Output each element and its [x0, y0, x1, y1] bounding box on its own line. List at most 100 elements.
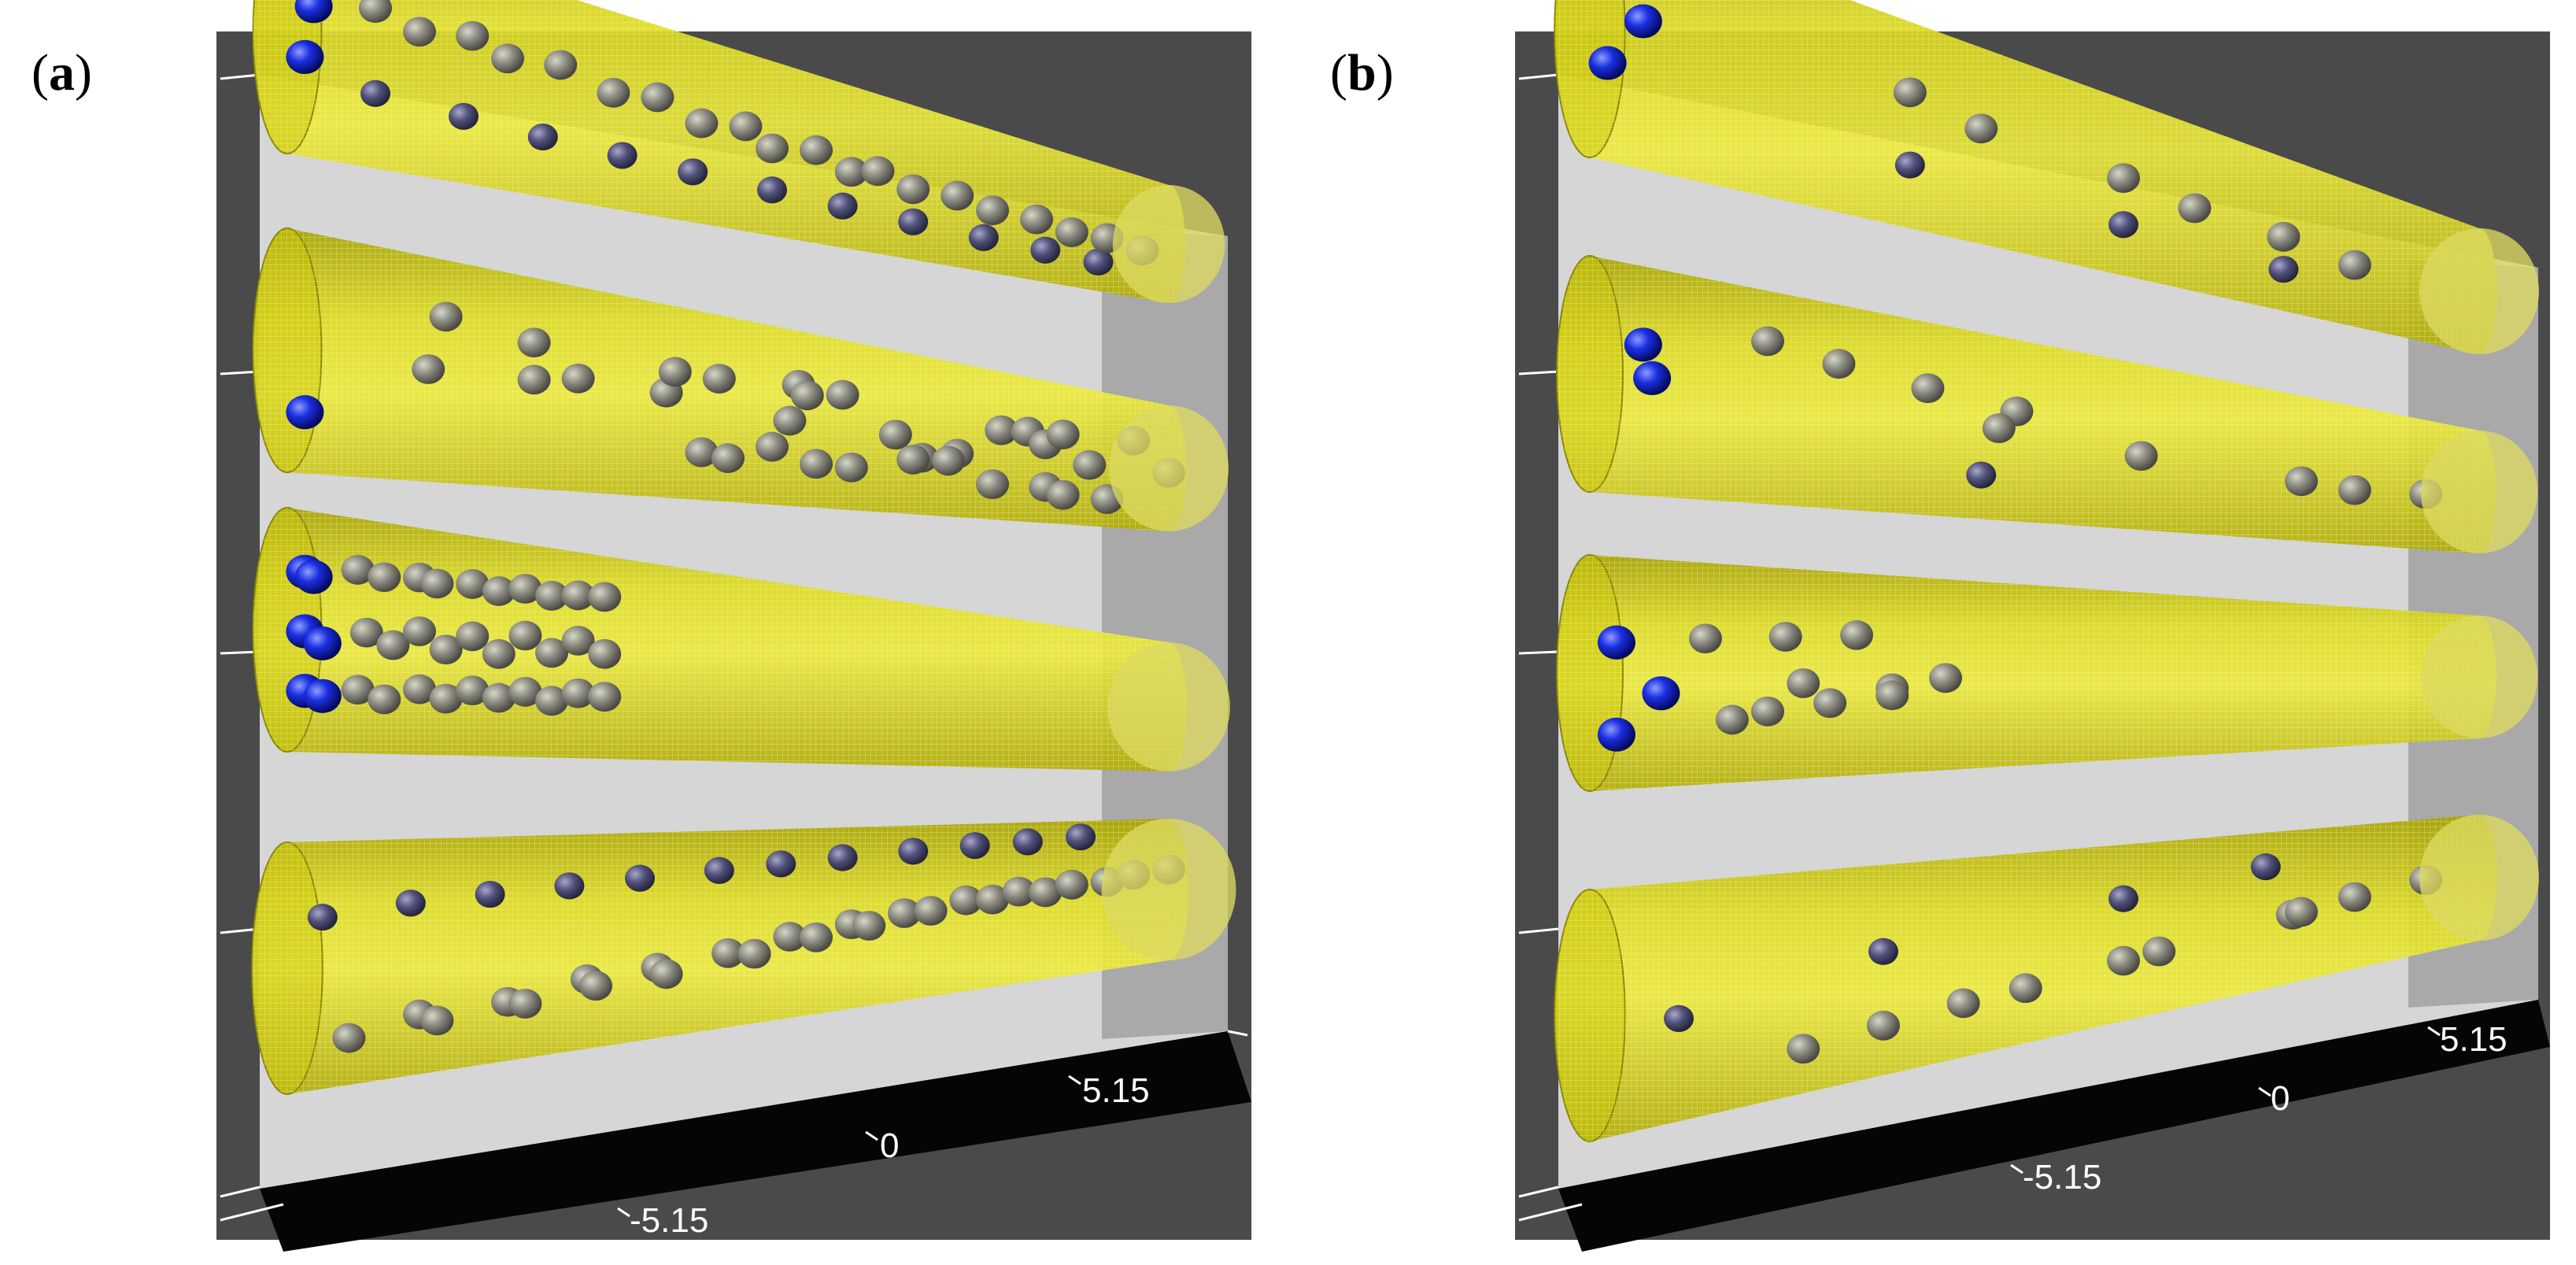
tube-mesh — [1554, 0, 2497, 354]
gray-ball — [914, 896, 948, 926]
panel-b-left-axis — [1518, 73, 1583, 1222]
gray-ball — [1688, 623, 1722, 653]
gray-ball — [1020, 204, 1053, 235]
gray-ball — [403, 17, 436, 47]
tube-right-cap — [1101, 819, 1236, 960]
gray-ball — [561, 363, 595, 394]
gray-ball — [888, 898, 921, 928]
gray-ball — [1751, 326, 1784, 357]
panel-b-axis-ticks — [2010, 1026, 2441, 1174]
dark-ball — [307, 904, 338, 931]
panel-b-tick-zero: 0 — [2271, 1079, 2290, 1118]
blue-ball — [1597, 625, 1635, 660]
tube-mesh — [253, 0, 1185, 303]
gray-ball — [773, 922, 807, 952]
gray-ball — [508, 676, 542, 707]
gray-ball — [976, 884, 1009, 915]
gray-ball — [403, 616, 436, 646]
gray-ball — [1055, 869, 1088, 900]
tube-right-cap — [2419, 228, 2539, 354]
gray-ball — [349, 617, 383, 648]
blue-ball — [286, 395, 324, 430]
dark-ball — [554, 872, 585, 900]
dark-ball — [678, 158, 708, 186]
gray-ball — [976, 469, 1009, 500]
gray-ball — [2338, 250, 2371, 280]
dark-ball — [2268, 255, 2299, 283]
gray-ball — [737, 938, 771, 969]
gray-ball — [368, 684, 401, 715]
gray-ball — [949, 885, 983, 915]
gray-ball — [1002, 876, 1036, 907]
dark-ball — [527, 123, 558, 151]
gray-ball — [588, 582, 622, 612]
gray-ball — [941, 180, 974, 211]
blue-ball — [294, 0, 333, 24]
gray-ball — [1029, 877, 1063, 908]
tube-right-cap — [2420, 431, 2538, 553]
panel-a-floor-shadow — [260, 1031, 1251, 1252]
gray-ball — [1046, 479, 1080, 510]
gray-ball — [376, 630, 410, 660]
dark-ball — [1966, 461, 1997, 489]
gray-ball — [341, 554, 375, 585]
panel-a-tick-pos: 5.15 — [1082, 1071, 1150, 1110]
panel-label-a: (a) — [31, 44, 92, 102]
dark-ball — [2108, 885, 2138, 912]
gray-ball — [517, 327, 551, 358]
gray-ball — [1866, 1010, 1900, 1041]
tube-a-1 — [252, 0, 1225, 303]
gray-ball — [1964, 113, 1998, 144]
dark-ball — [2108, 211, 2138, 239]
gray-ball — [2285, 897, 2318, 927]
dark-ball — [757, 176, 787, 204]
gray-ball — [2124, 441, 2158, 472]
gray-ball — [535, 638, 568, 668]
tube-b-4 — [1554, 815, 2539, 1142]
dark-ball — [898, 208, 929, 235]
gray-ball — [852, 911, 886, 941]
panel-a-tubes — [251, 0, 1236, 1095]
gray-ball — [800, 922, 833, 952]
gray-ball — [773, 405, 807, 436]
gray-ball — [1876, 680, 1909, 711]
dark-ball — [395, 890, 426, 917]
gray-ball — [658, 357, 692, 387]
dark-ball — [1868, 938, 1898, 965]
gray-ball — [579, 971, 612, 1001]
gray-ball — [341, 675, 375, 705]
gray-ball — [711, 938, 745, 968]
blue-ball — [1642, 676, 1680, 711]
tube-a-3 — [252, 507, 1230, 771]
panel-b-tubes — [1554, 0, 2539, 1142]
gray-ball — [1787, 1034, 1820, 1064]
tube-right-cap — [2420, 616, 2538, 738]
gray-ball — [1946, 988, 1980, 1019]
tube-mesh — [1557, 555, 2497, 791]
gray-ball — [1911, 373, 1945, 404]
gray-ball — [456, 569, 490, 599]
dark-ball — [2250, 853, 2281, 881]
dark-ball — [766, 850, 796, 878]
dark-ball — [827, 192, 858, 220]
blue-ball — [303, 626, 342, 660]
gray-ball — [685, 108, 719, 139]
dark-ball — [1012, 828, 1043, 856]
gray-ball — [1813, 688, 1847, 719]
gray-ball — [412, 354, 445, 384]
gray-ball — [729, 111, 763, 142]
gray-ball — [985, 415, 1018, 446]
gray-ball — [800, 135, 833, 165]
tube-right-cap — [1112, 185, 1225, 303]
gray-ball — [456, 20, 490, 51]
dark-ball — [1066, 823, 1096, 851]
blue-ball — [1588, 46, 1627, 80]
blue-ball — [1624, 4, 1662, 39]
gray-ball — [1055, 217, 1088, 247]
gray-ball — [1982, 413, 2016, 443]
gray-ball — [826, 379, 859, 410]
gray-ball — [508, 989, 542, 1019]
panel-a-tick-zero: 0 — [880, 1126, 899, 1165]
gray-ball — [932, 446, 965, 476]
